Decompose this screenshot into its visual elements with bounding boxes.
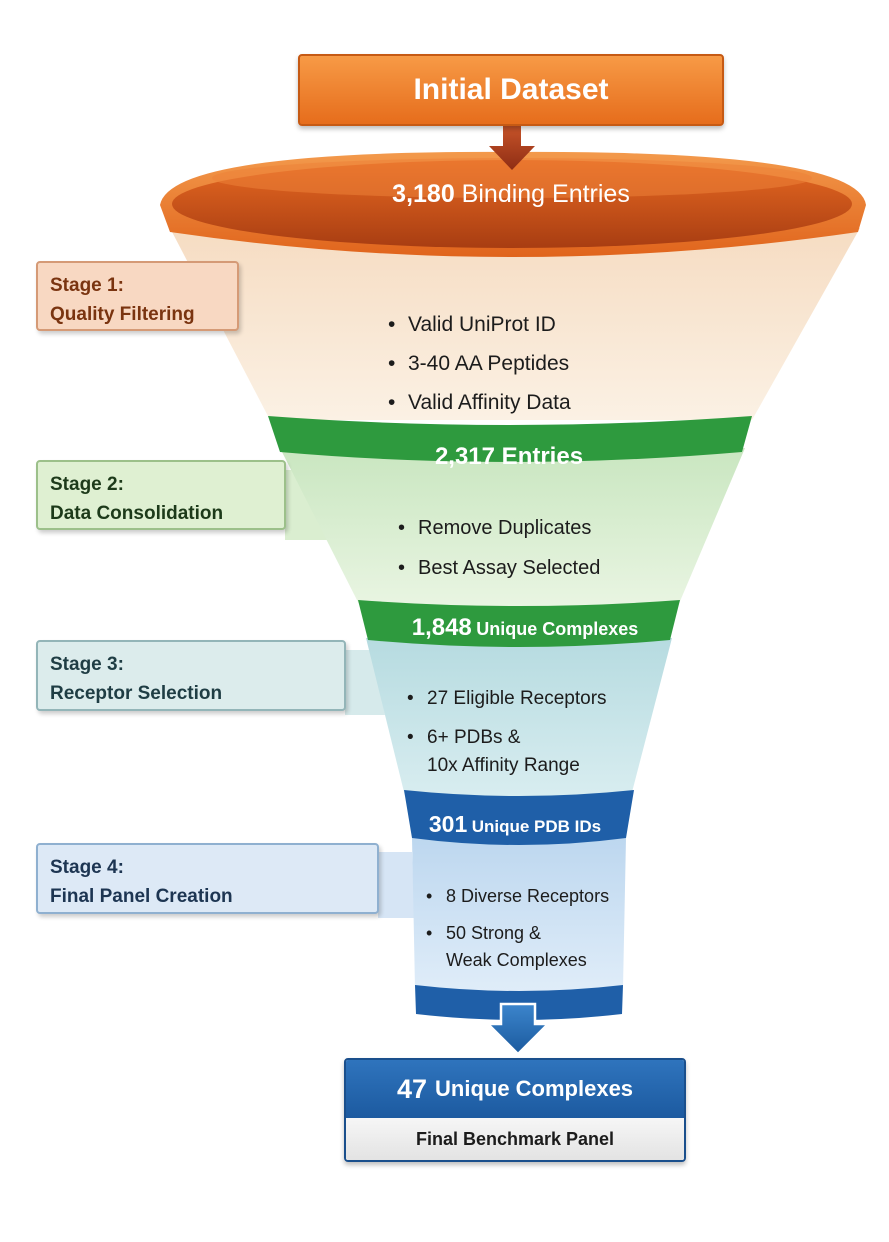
final-panel-box: 47 Unique Complexes Final Benchmark Pane… [344,1058,686,1162]
funnel-count-level-1: 3,180 Binding Entries [392,180,630,209]
initial-dataset-box: Initial Dataset [298,54,724,126]
criteria-item: 3-40 AA Peptides [386,344,571,383]
final-panel-subtitle: Final Benchmark Panel [346,1118,684,1160]
initial-dataset-title: Initial Dataset [413,73,609,106]
stage-3-criteria: 27 Eligible Receptors 6+ PDBs & 10x Affin… [405,685,607,791]
stage-title: Final Panel Creation [50,886,233,907]
criteria-line: 6+ PDBs & [427,727,521,748]
funnel-count-level-2: 2,317 Entries [435,443,583,471]
stage-number: Stage 3: [50,654,124,675]
criteria-item: 27 Eligible Receptors [405,685,607,713]
stage-number: Stage 1: [50,275,124,296]
criteria-line: 10x Affinity Range [427,755,580,776]
criteria-item: 6+ PDBs & 10x Affinity Range [405,724,607,780]
funnel-band-2 [268,416,752,462]
count-unit: Unique Complexes [476,619,639,639]
count-value: 3,180 [392,180,455,208]
count-value: 1,848 [411,614,472,641]
criteria-item: Best Assay Selected [396,548,600,588]
arrow-down-icon-final [484,1002,552,1056]
final-count-unit: Unique Complexes [435,1076,634,1101]
stage-number: Stage 4: [50,857,124,878]
funnel-band-3 [358,600,680,647]
criteria-item: 8 Diverse Receptors [424,883,609,910]
funnel-count-level-4: 301 Unique PDB IDs [429,811,601,838]
stage-number: Stage 2: [50,474,124,495]
stage-1-criteria: Valid UniProt ID 3-40 AA Peptides Valid … [386,305,571,422]
stage-4-label: Stage 4: Final Panel Creation [36,843,379,914]
criteria-item: 50 Strong & Weak Complexes [424,920,609,974]
stage-3-label: Stage 3: Receptor Selection [36,640,346,711]
count-unit: Entries [501,443,584,470]
stage-title: Quality Filtering [50,304,195,325]
arrow-down-icon [489,124,535,170]
criteria-line: Weak Complexes [446,950,587,970]
stage-2-criteria: Remove Duplicates Best Assay Selected [396,508,600,588]
criteria-item: Valid Affinity Data [386,383,571,422]
stage-2-label: Stage 2: Data Consolidation [36,460,286,530]
count-value: 2,317 [434,443,496,470]
stage-1-label: Stage 1: Quality Filtering [36,261,239,331]
stage-title: Receptor Selection [50,683,223,704]
count-value: 301 [428,811,468,837]
funnel-band-4 [404,790,634,845]
final-count-value: 47 [396,1073,427,1104]
criteria-item: Remove Duplicates [396,508,600,548]
final-count: 47 Unique Complexes [346,1060,684,1118]
count-unit: Binding Entries [461,180,630,208]
stage-4-connector [378,852,415,918]
funnel-bottom-band [415,985,623,1020]
funnel-count-level-3: 1,848 Unique Complexes [412,614,639,642]
stage-4-criteria: 8 Diverse Receptors 50 Strong & Weak Comp… [424,883,609,984]
criteria-item: Valid UniProt ID [386,305,571,344]
stage-title: Data Consolidation [50,503,224,524]
count-unit: Unique PDB IDs [471,817,602,836]
criteria-line: 50 Strong & [446,923,542,943]
